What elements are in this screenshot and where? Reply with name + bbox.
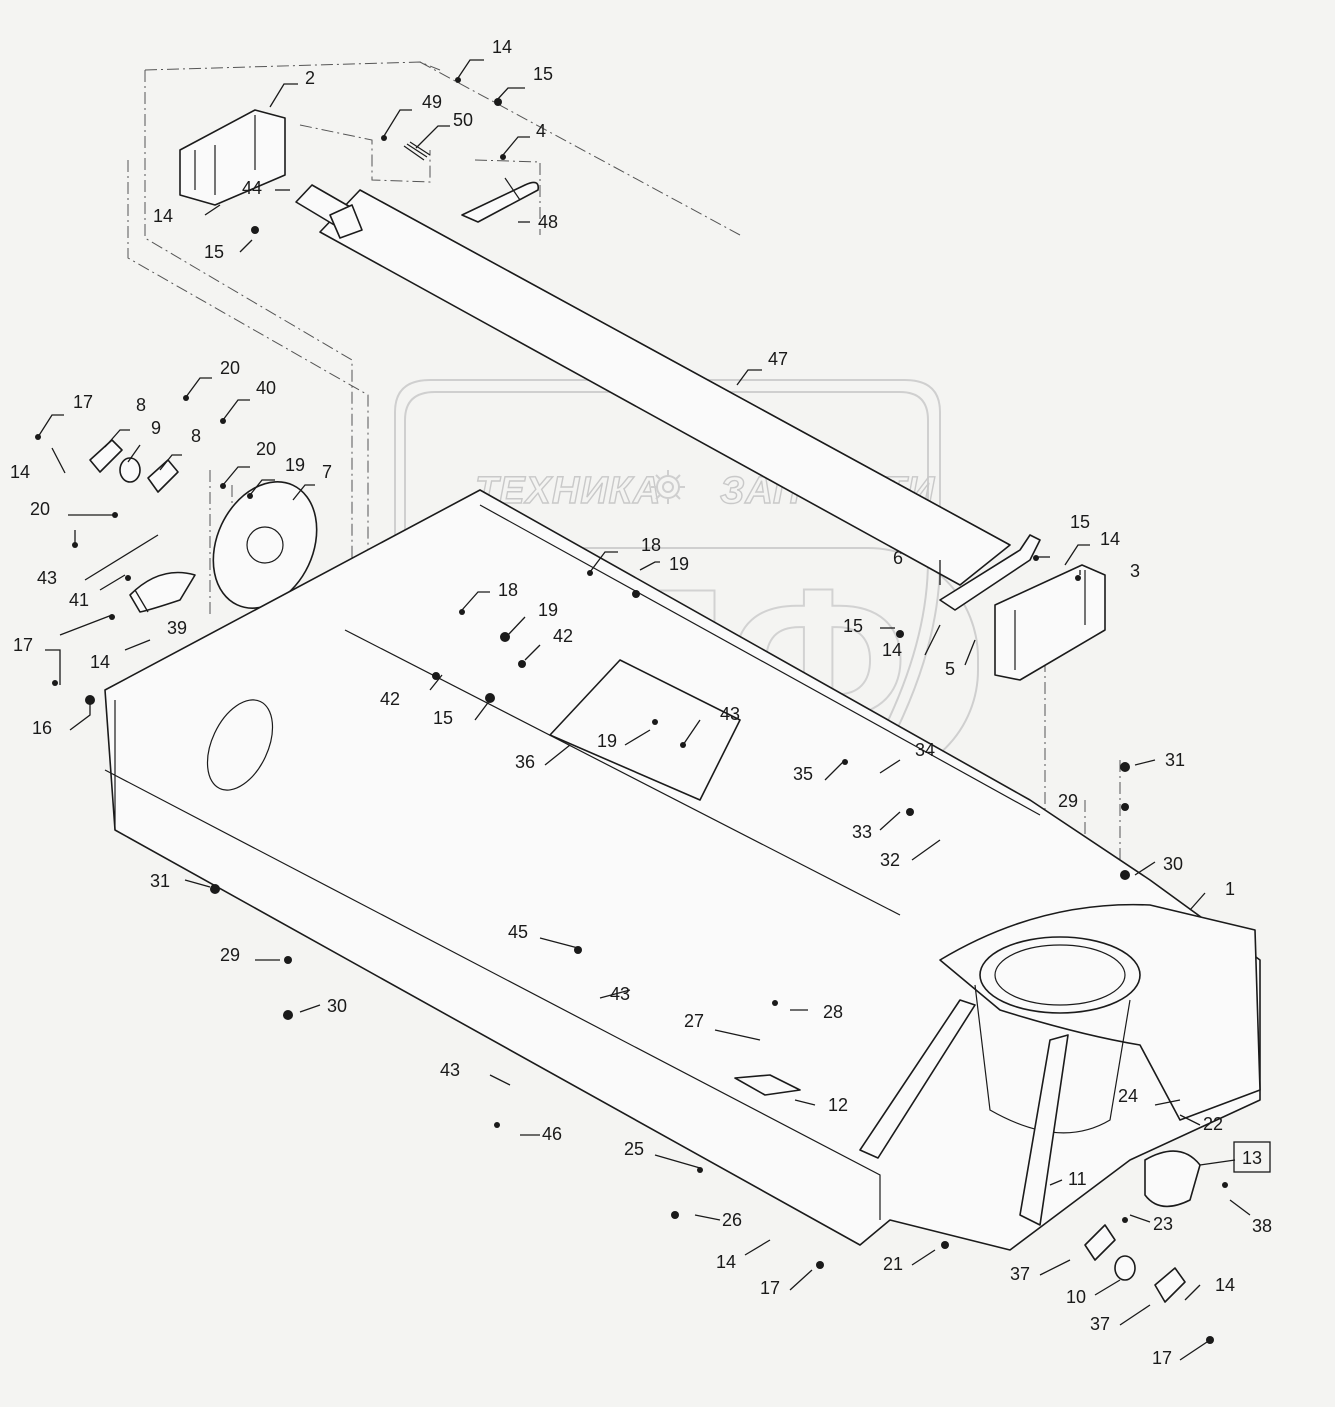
callout-30: 30 <box>327 996 347 1016</box>
callout-labels: 14 15 2 49 50 4 44 14 48 15 47 20 40 17 … <box>10 37 1272 1368</box>
callout-14: 14 <box>90 652 110 672</box>
callout-7: 7 <box>322 462 332 482</box>
callout-3: 3 <box>1130 561 1140 581</box>
callout-37: 37 <box>1090 1314 1110 1334</box>
callout-14: 14 <box>10 462 30 482</box>
callout-40: 40 <box>256 378 276 398</box>
callout-17: 17 <box>73 392 93 412</box>
callout-42: 42 <box>380 689 400 709</box>
callout-15: 15 <box>533 64 553 84</box>
callout-8: 8 <box>191 426 201 446</box>
callout-50: 50 <box>453 110 473 130</box>
callout-44: 44 <box>242 178 262 198</box>
callout-43: 43 <box>720 704 740 724</box>
callout-16: 16 <box>32 718 52 738</box>
callout-17: 17 <box>1152 1348 1172 1368</box>
callout-26: 26 <box>722 1210 742 1230</box>
callout-31: 31 <box>150 871 170 891</box>
callout-20: 20 <box>256 439 276 459</box>
callout-9: 9 <box>151 418 161 438</box>
callout-11: 11 <box>1068 1169 1087 1189</box>
callout-box-13 <box>1233 1141 1271 1173</box>
callout-15: 15 <box>843 616 863 636</box>
callout-5: 5 <box>945 659 955 679</box>
callout-4: 4 <box>536 121 546 141</box>
callout-49: 49 <box>422 92 442 112</box>
callout-33: 33 <box>852 822 872 842</box>
callout-37: 37 <box>1010 1264 1030 1284</box>
callout-14: 14 <box>492 37 512 57</box>
callout-15: 15 <box>433 708 453 728</box>
callout-21: 21 <box>883 1254 903 1274</box>
callout-25: 25 <box>624 1139 644 1159</box>
callout-34: 34 <box>915 740 935 760</box>
callout-47: 47 <box>768 349 788 369</box>
callout-6: 6 <box>893 548 903 568</box>
callout-35: 35 <box>793 764 813 784</box>
callout-30: 30 <box>1163 854 1183 874</box>
callout-1: 1 <box>1225 879 1235 899</box>
leader-lines <box>37 59 1251 1361</box>
callout-46: 46 <box>542 1124 562 1144</box>
part-shapes <box>89 109 1261 1303</box>
callout-18: 18 <box>498 580 518 600</box>
callout-29: 29 <box>1058 791 1078 811</box>
callout-27: 27 <box>684 1011 704 1031</box>
callout-43: 43 <box>440 1060 460 1080</box>
callout-15: 15 <box>204 242 224 262</box>
callout-20: 20 <box>220 358 240 378</box>
callout-20: 20 <box>30 499 50 519</box>
callout-17: 17 <box>13 635 33 655</box>
callout-39: 39 <box>167 618 187 638</box>
callout-2: 2 <box>305 68 315 88</box>
callout-13: 13 <box>1242 1148 1262 1168</box>
gear-icon <box>651 470 685 504</box>
callout-14: 14 <box>1215 1275 1235 1295</box>
callout-43: 43 <box>37 568 57 588</box>
callout-28: 28 <box>823 1002 843 1022</box>
callout-31: 31 <box>1165 750 1185 770</box>
callout-45: 45 <box>508 922 528 942</box>
callout-14: 14 <box>153 206 173 226</box>
callout-19: 19 <box>538 600 558 620</box>
callout-24: 24 <box>1118 1086 1138 1106</box>
callout-15: 15 <box>1070 512 1090 532</box>
callout-19: 19 <box>597 731 617 751</box>
callout-10: 10 <box>1066 1287 1086 1307</box>
callout-48: 48 <box>538 212 558 232</box>
callout-38: 38 <box>1252 1216 1272 1236</box>
callout-14: 14 <box>882 640 902 660</box>
callout-17: 17 <box>760 1278 780 1298</box>
callout-12: 12 <box>828 1095 848 1115</box>
callout-18: 18 <box>641 535 661 555</box>
callout-19: 19 <box>285 455 305 475</box>
callout-14: 14 <box>716 1252 736 1272</box>
hardware-points <box>35 77 1228 1344</box>
callout-32: 32 <box>880 850 900 870</box>
callout-19: 19 <box>669 554 689 574</box>
callout-14: 14 <box>1100 529 1120 549</box>
callout-43: 43 <box>610 984 630 1004</box>
callout-23: 23 <box>1153 1214 1173 1234</box>
callout-36: 36 <box>515 752 535 772</box>
callout-22: 22 <box>1203 1114 1223 1134</box>
callout-42: 42 <box>553 626 573 646</box>
callout-8: 8 <box>136 395 146 415</box>
callout-41: 41 <box>69 590 89 610</box>
callout-29: 29 <box>220 945 240 965</box>
